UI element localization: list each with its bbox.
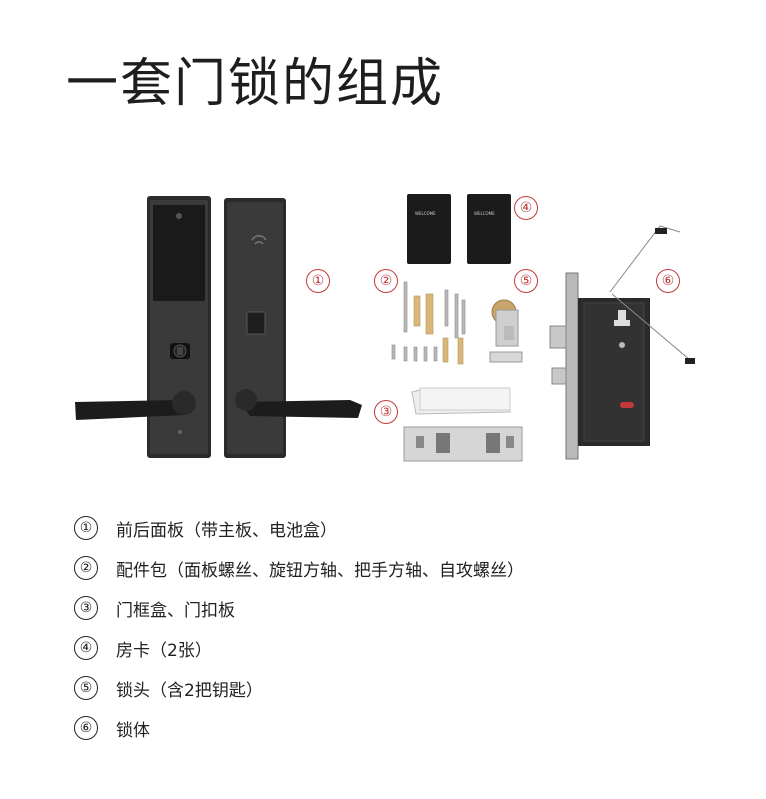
legend-text: 配件包（面板螺丝、旋钮方轴、把手方轴、自攻螺丝） <box>116 560 524 581</box>
legend-item: ⑤ 锁头（含2把钥匙） <box>74 668 714 708</box>
back-panel-image <box>224 198 362 458</box>
legend-number: ③ <box>74 596 98 620</box>
callout-1: ① <box>306 269 330 293</box>
room-cards-image: WELCOME WELCOME <box>407 194 511 264</box>
legend-number: ⑤ <box>74 676 98 700</box>
legend-item: ② 配件包（面板螺丝、旋钮方轴、把手方轴、自攻螺丝） <box>74 548 714 588</box>
legend-item: ① 前后面板（带主板、电池盒） <box>74 508 714 548</box>
lock-cylinder-image <box>489 299 523 363</box>
legend-item: ③ 门框盒、门扣板 <box>74 588 714 628</box>
legend-item: ⑥ 锁体 <box>74 708 714 748</box>
door-lock-components-illustration: WELCOME WELCOME <box>75 194 695 462</box>
components-legend: ① 前后面板（带主板、电池盒） ② 配件包（面板螺丝、旋钮方轴、把手方轴、自攻螺… <box>74 508 714 748</box>
legend-number: ④ <box>74 636 98 660</box>
legend-text: 门框盒、门扣板 <box>116 600 235 621</box>
accessory-pack-image <box>391 281 466 365</box>
legend-text: 锁头（含2把钥匙） <box>116 680 263 701</box>
door-frame-box-image <box>403 387 523 462</box>
legend-text: 房卡（2张） <box>116 640 212 661</box>
page-title: 一套门锁的组成 <box>66 54 445 114</box>
callout-4: ④ <box>514 196 538 220</box>
front-panel-image <box>75 196 211 458</box>
legend-item: ④ 房卡（2张） <box>74 628 714 668</box>
callout-6: ⑥ <box>656 269 680 293</box>
legend-text: 前后面板（带主板、电池盒） <box>116 520 337 541</box>
callout-5: ⑤ <box>514 269 538 293</box>
legend-number: ② <box>74 556 98 580</box>
mortise-lock-image <box>549 225 695 460</box>
callout-3: ③ <box>374 400 398 424</box>
legend-text: 锁体 <box>116 720 150 741</box>
legend-number: ① <box>74 516 98 540</box>
legend-number: ⑥ <box>74 716 98 740</box>
callout-2: ② <box>374 269 398 293</box>
card-label: WELCOME <box>415 211 436 216</box>
card-label: WELCOME <box>474 211 495 216</box>
